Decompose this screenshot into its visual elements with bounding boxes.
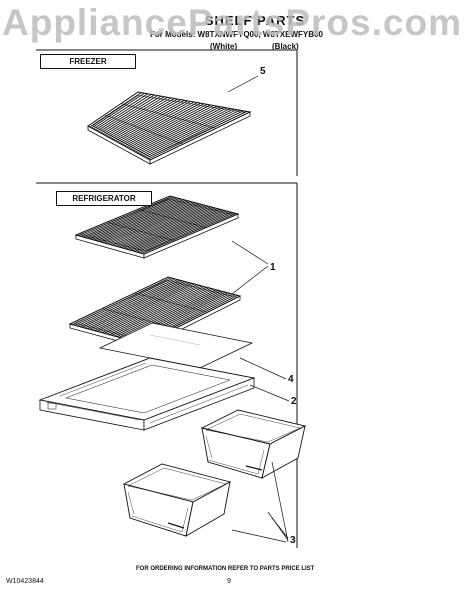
page-number: 9	[227, 578, 231, 585]
crisper-drawer-upper	[200, 409, 307, 479]
document-number: W10423844	[6, 578, 44, 585]
crisper-drawer-lower	[122, 463, 232, 537]
leader-lines	[227, 75, 290, 543]
callout-2: 2	[291, 396, 297, 407]
watermark-text: AppliancePartsPros.com	[2, 2, 462, 43]
freezer-section-label: FREEZER	[40, 54, 136, 69]
upper-wire-shelf	[74, 195, 240, 259]
refrigerator-section-label: REFRIGERATOR	[56, 191, 152, 206]
section-frames	[36, 49, 298, 548]
callout-1: 1	[270, 262, 276, 273]
callout-4: 4	[288, 374, 294, 385]
callout-3: 3	[290, 535, 296, 546]
crisper-cover	[38, 357, 256, 431]
freezer-wire-shelf	[87, 91, 252, 165]
model-numbers: For Models: W8TXNWFYQ00, W8TXEWFYB00	[150, 30, 323, 39]
page-title: SHELF PARTS	[204, 13, 306, 28]
callout-5: 5	[260, 66, 266, 77]
variant-black: (Black)	[272, 42, 299, 51]
variant-white: (White)	[210, 42, 238, 51]
ordering-note: FOR ORDERING INFORMATION REFER TO PARTS …	[136, 566, 315, 572]
